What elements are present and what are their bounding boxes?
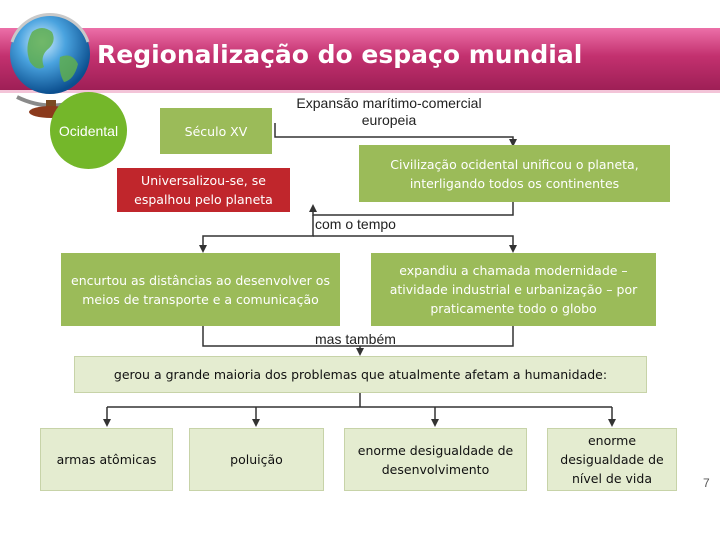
gerou-box: gerou a grande maioria dos problemas que… <box>74 356 647 393</box>
civilizacao-label: Civilização ocidental unificou o planeta… <box>359 155 670 193</box>
problem-poluicao: poluição <box>189 428 324 491</box>
problem-label: poluição <box>230 450 283 469</box>
civilizacao-box: Civilização ocidental unificou o planeta… <box>359 145 670 202</box>
problem-desigualdade-desenvolvimento: enorme desigualdade de desenvolvimento <box>344 428 527 491</box>
encurtou-box: encurtou as distâncias ao desenvolver os… <box>61 253 340 326</box>
expansao-label: Expansão marítimo-comercial europeia <box>280 92 498 132</box>
expandiu-label: expandiu a chamada modernidade – ativida… <box>371 261 656 318</box>
problem-desigualdade-nivel-de-vida: enorme desigualdade de nível de vida <box>547 428 677 491</box>
universalizou-label: Universalizou-se, se espalhou pelo plane… <box>117 171 290 209</box>
gerou-label: gerou a grande maioria dos problemas que… <box>114 365 607 384</box>
page-number: 7 <box>703 476 710 490</box>
encurtou-label: encurtou as distâncias ao desenvolver os… <box>61 271 340 309</box>
problem-label: enorme desigualdade de desenvolvimento <box>345 441 526 479</box>
com-o-tempo-label: com o tempo <box>315 216 396 232</box>
problem-armas-atomicas: armas atômicas <box>40 428 173 491</box>
problem-label: armas atômicas <box>57 450 157 469</box>
problem-label: enorme desigualdade de nível de vida <box>548 431 676 488</box>
universalizou-box: Universalizou-se, se espalhou pelo plane… <box>117 168 290 212</box>
seculo-xv-label: Século XV <box>185 122 248 141</box>
seculo-xv-box: Século XV <box>160 108 272 154</box>
mas-tambem-label: mas também <box>315 331 396 347</box>
expandiu-box: expandiu a chamada modernidade – ativida… <box>371 253 656 326</box>
